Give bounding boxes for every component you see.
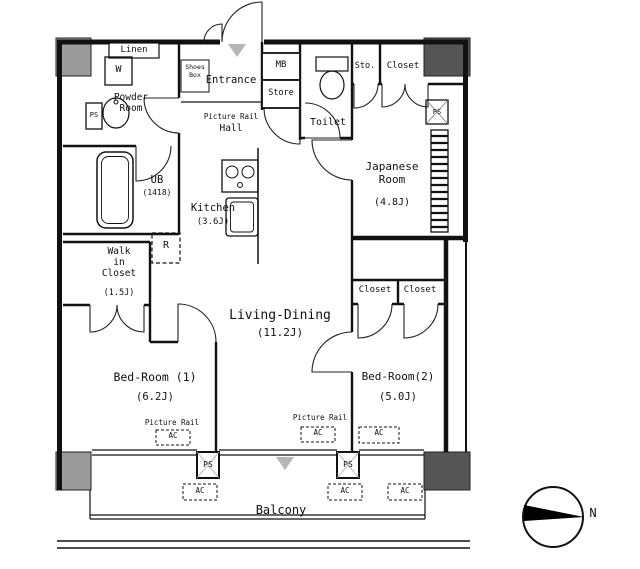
ps-bottom-2-label: PS <box>343 460 353 469</box>
japanese-closet-hatch <box>430 129 449 233</box>
ac-bedroom1-box <box>155 429 191 446</box>
bath-door-arc <box>135 145 172 182</box>
toilet-icon <box>315 56 349 100</box>
linen-box <box>108 42 160 59</box>
ac-bedroom1-label: AC <box>168 431 178 440</box>
hall-label: Hall <box>219 123 243 134</box>
ps-left-box <box>85 102 103 130</box>
living-dining-label: Living-Dining <box>229 308 331 323</box>
entrance-child-door-arc <box>203 23 223 43</box>
kitchen-size-label: (3.6J) <box>196 217 230 227</box>
ac-balcony-1-box <box>182 483 218 501</box>
closet-2-label: Closet <box>403 285 437 295</box>
store-box <box>261 79 301 109</box>
ac-bedroom2-box <box>358 426 400 444</box>
ac-living-label: AC <box>313 428 323 437</box>
toilet-label: Toilet <box>309 117 347 128</box>
compass-icon <box>522 486 584 548</box>
japanese-room-label: Japanese Room <box>365 160 419 186</box>
picture-rail-2-label: Picture Rail <box>292 413 348 422</box>
entry-marker-bottom-icon <box>276 457 294 470</box>
closet-1-label: Closet <box>358 285 392 295</box>
ps-top-right-box <box>425 99 449 125</box>
ps-bottom-1-box <box>196 451 220 479</box>
powder-room-label: Powder Room <box>113 92 149 115</box>
ac-balcony-3-label: AC <box>400 486 410 495</box>
ac-living-box <box>300 426 336 443</box>
ac-balcony-3-box <box>387 483 423 501</box>
interior-walls <box>63 42 468 452</box>
walkin-closet-door-arc-left <box>89 304 118 333</box>
closet2-door-arc <box>403 303 439 339</box>
balcony-rail <box>89 490 426 520</box>
ac-bedroom2-label: AC <box>374 428 384 437</box>
meter-box <box>261 52 301 81</box>
entry-marker-top-icon <box>228 44 246 57</box>
powder-room-door-arc <box>143 97 180 134</box>
kitchen-label: Kitchen <box>190 202 236 214</box>
bedroom2-label: Bed-Room(2) <box>361 370 435 383</box>
japanese-room-door-arc <box>311 139 353 181</box>
ps-left-label: PS <box>89 111 99 119</box>
entrance-door-arc <box>221 1 263 43</box>
bedroom1-size-label: (6.2J) <box>136 391 174 403</box>
living-dining-size-label: (11.2J) <box>256 326 304 339</box>
powder-sink-icon <box>102 97 130 129</box>
ground-lines <box>57 540 470 549</box>
kitchen-sink-icon <box>225 197 259 237</box>
linen-label: Linen <box>120 45 148 55</box>
top-closet-door-arc-left <box>381 83 406 108</box>
walkin-closet-door-arc-right <box>116 304 145 333</box>
ps-top-right-label: PS <box>432 108 442 116</box>
picture-rail-1-label: Picture Rail <box>144 418 200 427</box>
ac-balcony-1-label: AC <box>195 486 205 495</box>
picture-rail-hall-label: Picture Rail <box>203 112 259 121</box>
bedroom2-size-label: (5.0J) <box>379 391 417 403</box>
pillar-bottom-right <box>423 451 471 491</box>
meter-box-label: MB <box>275 60 287 70</box>
washer-label: W <box>115 64 122 75</box>
storage-door-arc <box>353 83 379 109</box>
walk-in-closet-label: Walk in Closet <box>101 246 137 280</box>
bedroom2-door-arc <box>311 331 353 373</box>
entrance-label: Entrance <box>205 74 257 86</box>
closet-top-label: Closet <box>386 61 420 71</box>
fixtures <box>85 42 449 501</box>
toilet-door-arc <box>304 102 341 139</box>
north-label: N <box>589 506 597 520</box>
bath-label: UB <box>150 174 164 186</box>
shoes-box-label: Shoes Box <box>185 63 205 79</box>
ps-bottom-2-box <box>336 451 360 479</box>
japanese-room-size-label: (4.8J) <box>373 197 411 208</box>
door-arcs <box>89 1 439 373</box>
bathtub-icon <box>96 151 134 229</box>
balcony-label: Balcony <box>255 503 307 517</box>
outer-walls <box>57 39 468 490</box>
bedroom1-label: Bed-Room (1) <box>113 370 197 384</box>
bedroom1-door-arc <box>177 303 217 343</box>
store-label: Store <box>268 88 294 98</box>
refrigerator-box <box>151 232 181 264</box>
entry-markers <box>228 44 294 470</box>
washer-box <box>104 56 133 86</box>
refrigerator-label: R <box>162 240 170 251</box>
shoes-box <box>180 59 210 93</box>
walk-in-closet-size-label: (1.5J) <box>103 288 135 298</box>
store-door-arc <box>263 107 301 145</box>
storage-label: Sto. <box>354 61 376 71</box>
top-closet-door-arc-right <box>404 83 429 108</box>
windows <box>92 449 424 456</box>
stove-icon <box>221 159 259 193</box>
bath-size-label: (1418) <box>142 188 172 197</box>
ps-bottom-1-label: PS <box>203 460 213 469</box>
closet1-door-arc <box>357 303 393 339</box>
ac-balcony-2-box <box>327 483 363 501</box>
ac-balcony-2-label: AC <box>340 486 350 495</box>
